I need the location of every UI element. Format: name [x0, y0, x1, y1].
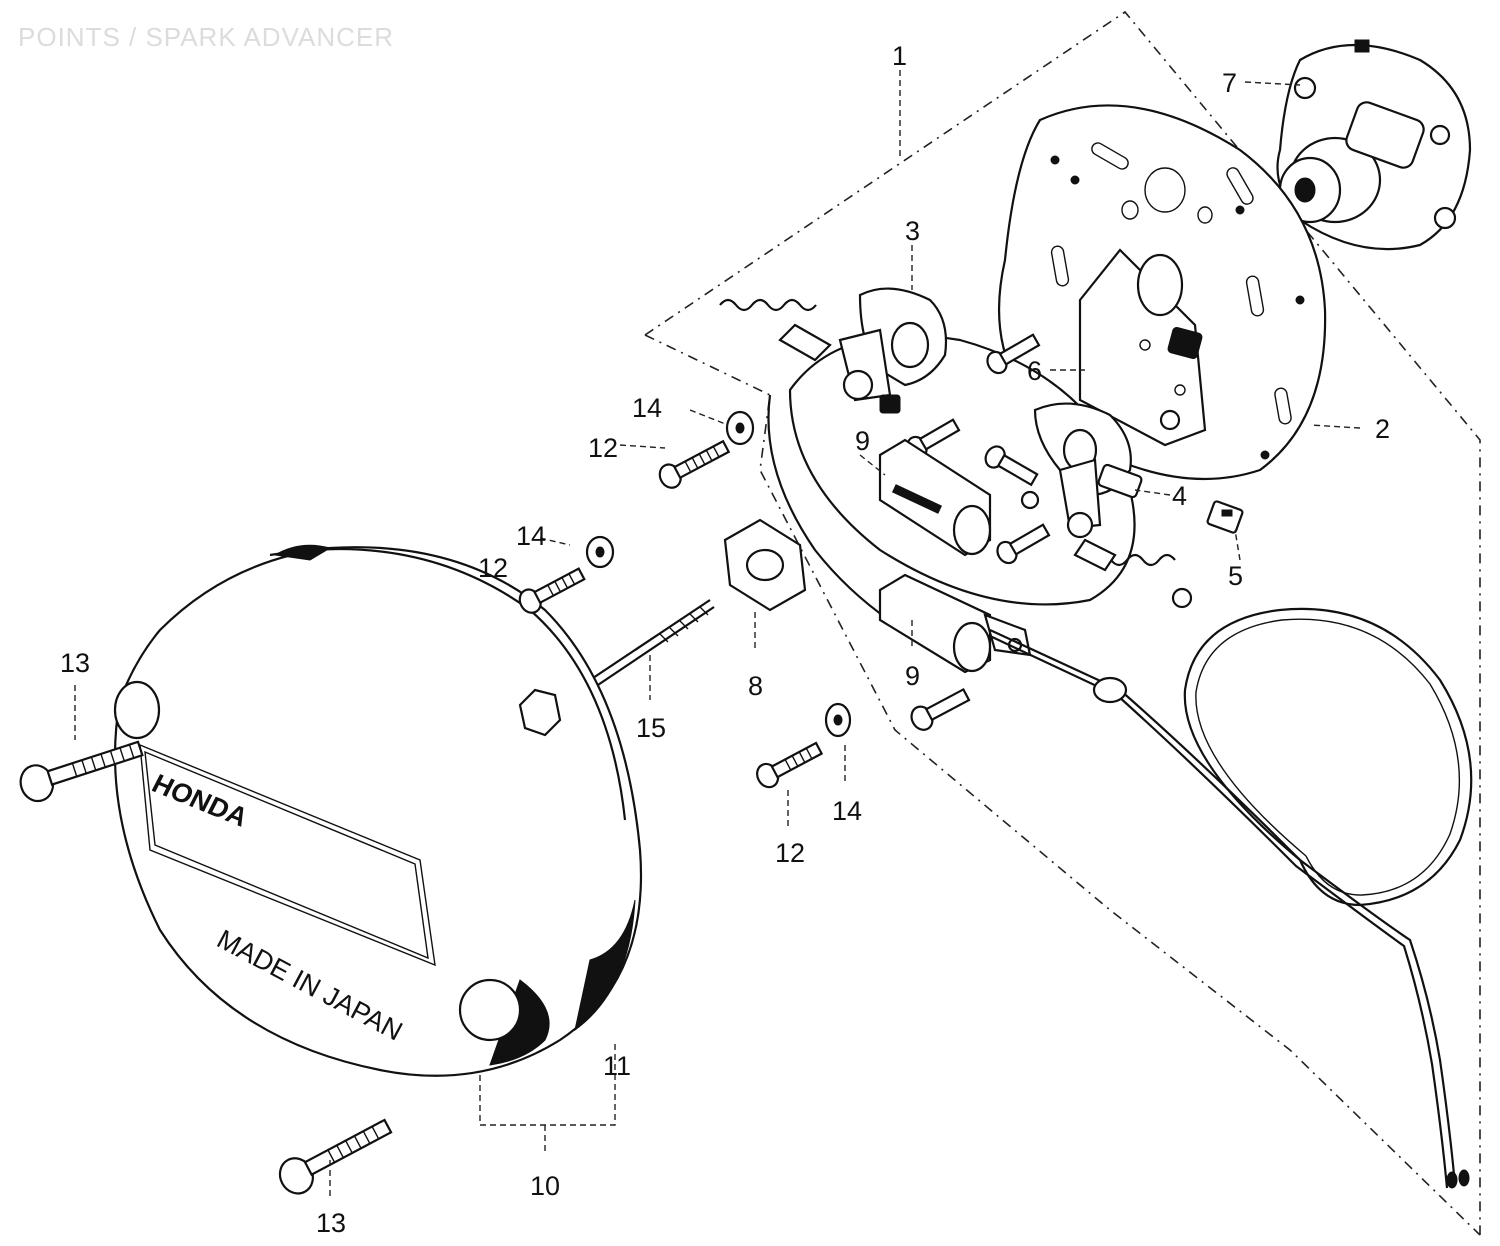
callout-3: 3: [905, 216, 920, 246]
callout-14-upper: 14: [632, 393, 662, 423]
callout-13-lower: 13: [316, 1208, 346, 1238]
callout-14-mid: 14: [516, 521, 546, 551]
lead-wire: [989, 607, 1473, 1189]
screw-13-lower: [278, 1118, 393, 1195]
washer-14-mid: [585, 535, 615, 569]
leader-lines: [74, 70, 1361, 1200]
callout-15: 15: [636, 713, 666, 743]
callout-8: 8: [748, 671, 763, 701]
callout-7: 7: [1222, 68, 1237, 98]
callout-9-lower: 9: [905, 661, 920, 691]
callout-4: 4: [1172, 481, 1187, 511]
callout-labels: 1 2 3 4 5 6 7 8 9 9 10 11 12 12 12 13 13…: [60, 41, 1390, 1238]
callout-12-upper: 12: [588, 433, 618, 463]
screw-13-upper: [19, 740, 144, 803]
wire-clip: [1206, 500, 1244, 534]
screw-12-mid: [518, 567, 586, 614]
return-springs: [719, 298, 1176, 572]
condenser-upper: [878, 438, 992, 557]
contact-set-upper: [838, 287, 948, 414]
callout-2: 2: [1375, 414, 1390, 444]
long-stud: [574, 599, 715, 698]
callout-12-lower: 12: [775, 838, 805, 868]
hex-nut: [723, 518, 807, 612]
condenser-lower: [878, 573, 1032, 674]
callout-10: 10: [530, 1171, 560, 1201]
screw-12-upper: [658, 439, 731, 489]
callout-13-upper: 13: [60, 648, 90, 678]
contact-set-lower: [1033, 402, 1143, 539]
callout-6: 6: [1027, 356, 1042, 386]
callout-12-mid: 12: [478, 553, 508, 583]
washer-14-lower: [824, 702, 852, 738]
screw-12-lower: [756, 741, 824, 789]
callout-11: 11: [603, 1051, 631, 1081]
callout-1: 1: [892, 41, 907, 71]
callout-9-upper: 9: [855, 426, 870, 456]
diagram-title: POINTS / SPARK ADVANCER: [18, 22, 395, 52]
points-cover: HONDA MADE IN JAPAN: [113, 544, 643, 1077]
spark-advancer-unit: [1276, 39, 1472, 251]
plate-screws: [906, 333, 1193, 609]
callout-5: 5: [1228, 561, 1243, 591]
mounting-bracket: [1078, 248, 1207, 447]
screw-plate-lower: [910, 687, 971, 731]
callout-14-lower: 14: [832, 796, 862, 826]
washer-14-upper: [725, 410, 755, 446]
